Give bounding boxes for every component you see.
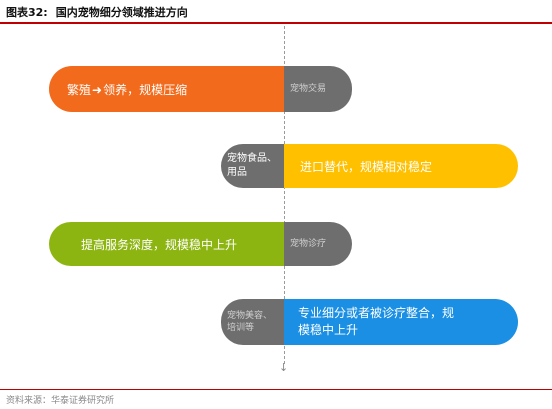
- arrow-right-icon: ➜: [92, 82, 103, 97]
- row4-left-pill-grooming-training: 宠物美容、 培训等: [221, 299, 284, 345]
- row1-left-text-after: 领养，规模压缩: [103, 82, 188, 97]
- figure-number: 图表32:: [6, 6, 48, 19]
- figure-title-text: 国内宠物细分领域推进方向: [55, 6, 188, 19]
- row4-left-line2: 培训等: [227, 323, 255, 333]
- bottom-rule: [0, 389, 552, 390]
- row1-left-text: 繁殖➜领养，规模压缩: [67, 81, 187, 98]
- row2-right-pill-import-substitution: 进口替代，规模相对稳定: [284, 144, 518, 188]
- row2-left-text: 宠物食品、 用品: [227, 152, 277, 180]
- top-rule: [0, 22, 552, 24]
- row1-right-pill-pet-trade: 宠物交易: [284, 66, 352, 112]
- row2-right-text: 进口替代，规模相对稳定: [300, 159, 433, 174]
- axis-arrow-icon: ↓: [279, 361, 289, 374]
- row1-left-text-before: 繁殖: [67, 82, 92, 97]
- row3-left-text: 提高服务深度，规模稳中上升: [81, 237, 238, 252]
- timeline-axis: [284, 26, 285, 364]
- row4-left-line1: 宠物美容、: [227, 311, 273, 321]
- row4-left-text: 宠物美容、 培训等: [227, 310, 272, 334]
- row1-left-pill-breeding: 繁殖➜领养，规模压缩: [49, 66, 284, 112]
- row2-left-line1: 宠物食品、: [227, 153, 277, 164]
- row3-right-text: 宠物诊疗: [290, 239, 327, 249]
- row2-left-line2: 用品: [227, 167, 247, 178]
- row4-right-line2: 模稳中上升: [298, 323, 359, 337]
- figure-title: 图表32: 国内宠物细分领域推进方向: [6, 4, 188, 20]
- row4-right-text: 专业细分或者被诊疗整合，规 模稳中上升: [298, 305, 454, 339]
- source-note: 资料来源：华泰证券研究所: [6, 396, 115, 406]
- row2-left-pill-food-supplies: 宠物食品、 用品: [221, 144, 284, 188]
- row3-left-pill-service-depth: 提高服务深度，规模稳中上升: [49, 222, 284, 266]
- row3-right-pill-pet-medical: 宠物诊疗: [284, 222, 352, 266]
- row4-right-pill-specialization: 专业细分或者被诊疗整合，规 模稳中上升: [284, 299, 518, 345]
- row1-right-text: 宠物交易: [290, 84, 327, 94]
- row4-right-line1: 专业细分或者被诊疗整合，规: [298, 306, 455, 320]
